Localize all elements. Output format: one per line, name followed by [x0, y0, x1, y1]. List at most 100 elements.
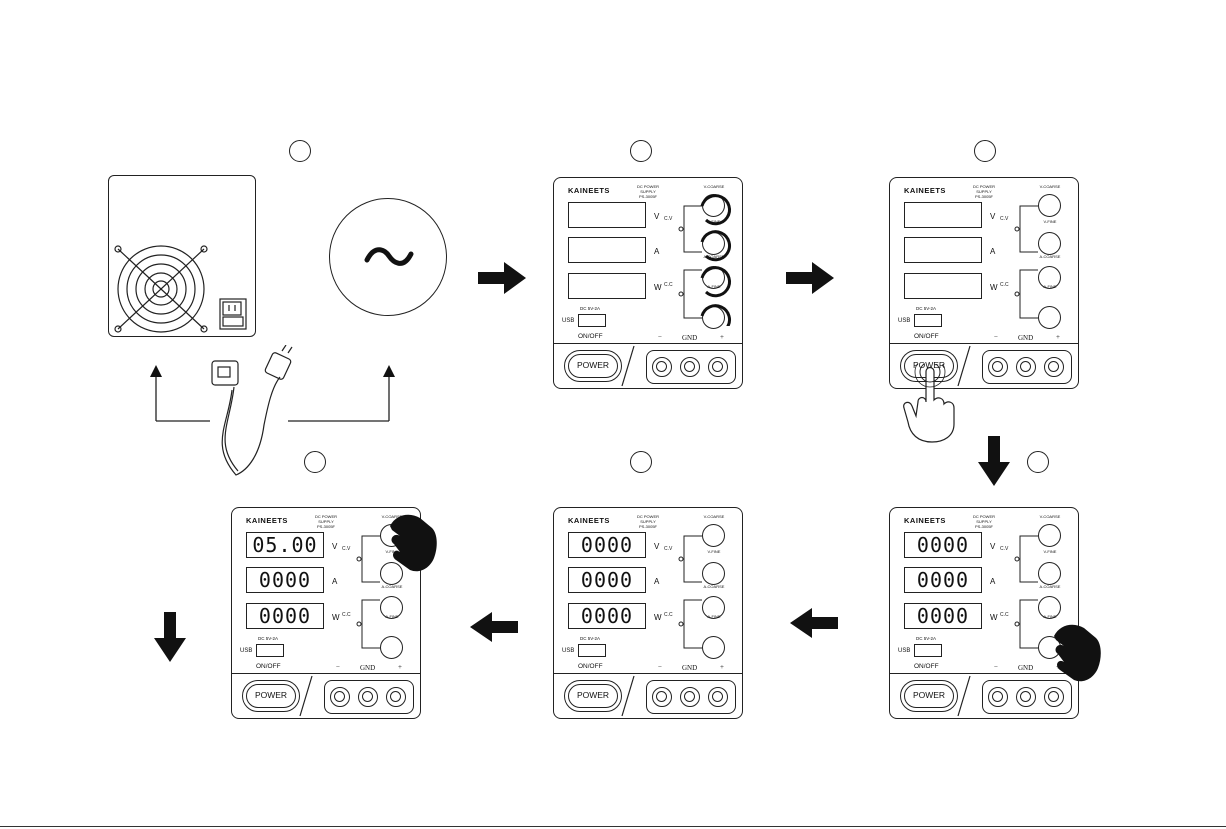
adjust-knob[interactable]	[702, 524, 725, 547]
usb-port[interactable]	[914, 644, 942, 657]
digital-display	[568, 202, 646, 228]
unit-label: V	[654, 542, 660, 551]
power-button-bezel	[900, 680, 958, 712]
unit-label: V	[990, 542, 996, 551]
usb-rating-label: DC 5V-2A	[916, 306, 937, 311]
usb-port[interactable]	[914, 314, 942, 327]
adjust-knob[interactable]	[1038, 194, 1061, 217]
power-button-bezel	[564, 680, 622, 712]
bracket-line	[678, 205, 702, 319]
adjust-knob[interactable]	[702, 596, 725, 619]
usb-rating-label: DC 5V-2A	[258, 636, 279, 641]
usb-label: USB	[898, 318, 911, 324]
adjust-knob[interactable]	[380, 636, 403, 659]
panel-slash	[299, 675, 313, 717]
adjust-knob[interactable]	[1038, 266, 1061, 289]
adjust-knob[interactable]	[1038, 232, 1061, 255]
output-terminal[interactable]	[708, 357, 728, 377]
gnd-label: GND	[1018, 664, 1034, 672]
digital-display	[904, 202, 982, 228]
power-button[interactable]: POWER	[904, 684, 954, 708]
panel-divider	[890, 343, 1078, 344]
adjust-knob[interactable]	[702, 562, 725, 585]
power-cord-connection	[150, 345, 395, 476]
knob-label: A-FINE	[707, 614, 721, 619]
output-terminal[interactable]	[330, 687, 350, 707]
output-terminal[interactable]	[1044, 357, 1064, 377]
step-marker-4	[1027, 451, 1049, 473]
knob-label: V-COARSE	[703, 514, 725, 519]
onoff-label: ON/OFF	[578, 663, 603, 670]
output-terminal[interactable]	[1044, 687, 1064, 707]
power-button[interactable]: POWER	[568, 684, 618, 708]
usb-port[interactable]	[578, 644, 606, 657]
adjust-knob[interactable]	[380, 596, 403, 619]
usb-label: USB	[240, 648, 253, 654]
pointing-hand-icon	[903, 364, 955, 443]
knob-label: A-FINE	[1043, 284, 1057, 289]
gnd-label: GND	[682, 664, 698, 672]
arrow-right-icon	[478, 262, 526, 294]
output-terminal[interactable]	[1016, 687, 1036, 707]
output-terminal[interactable]	[386, 687, 406, 707]
panel-divider	[554, 673, 742, 674]
unit-label: A	[654, 247, 660, 256]
output-terminal[interactable]	[1016, 357, 1036, 377]
knob-label: A-COARSE	[703, 584, 725, 589]
unit-label: V	[332, 542, 338, 551]
knob-label: V-COARSE	[1039, 514, 1061, 519]
output-terminal[interactable]	[988, 687, 1008, 707]
output-terminal[interactable]	[652, 357, 672, 377]
onoff-label: ON/OFF	[256, 663, 281, 670]
adjust-knob[interactable]	[380, 562, 403, 585]
cv-indicator: C.V	[664, 546, 673, 552]
knob-label: V-COARSE	[1039, 184, 1061, 189]
unit-label: A	[990, 577, 996, 586]
plus-label: +	[1056, 333, 1060, 341]
usb-port[interactable]	[256, 644, 284, 657]
output-terminal[interactable]	[708, 687, 728, 707]
arrow-left-icon	[470, 612, 518, 642]
adjust-knob[interactable]	[1038, 562, 1061, 585]
knob-label: A-COARSE	[381, 584, 403, 589]
minus-label: −	[658, 333, 662, 341]
minus-label: −	[994, 663, 998, 671]
adjust-knob[interactable]	[702, 636, 725, 659]
adjust-knob[interactable]	[1038, 524, 1061, 547]
terminal-block	[982, 680, 1072, 714]
adjust-knob[interactable]	[1038, 306, 1061, 329]
power-button[interactable]: POWER	[568, 354, 618, 378]
brand-logo: KAINEETS	[568, 186, 610, 195]
usb-label: USB	[898, 648, 911, 654]
digital-display: 0000	[568, 603, 646, 629]
output-terminal[interactable]	[652, 687, 672, 707]
bracket-line	[356, 535, 380, 649]
ac-wave-icon	[364, 247, 414, 266]
minus-label: −	[994, 333, 998, 341]
terminal-block	[646, 350, 736, 384]
fan-grille-icon	[114, 245, 247, 333]
adjust-knob[interactable]	[1038, 596, 1061, 619]
usb-rating-label: DC 5V-2A	[580, 306, 601, 311]
output-terminal[interactable]	[680, 357, 700, 377]
output-terminal[interactable]	[988, 357, 1008, 377]
usb-port[interactable]	[578, 314, 606, 327]
brand-logo: KAINEETS	[246, 516, 288, 525]
minus-label: −	[658, 663, 662, 671]
usb-rating-label: DC 5V-2A	[580, 636, 601, 641]
arrow-left-icon	[790, 608, 838, 638]
power-button[interactable]: POWER	[246, 684, 296, 708]
output-terminal[interactable]	[680, 687, 700, 707]
terminal-block	[324, 680, 414, 714]
usb-label: USB	[562, 318, 575, 324]
plus-label: +	[720, 333, 724, 341]
output-terminal[interactable]	[358, 687, 378, 707]
